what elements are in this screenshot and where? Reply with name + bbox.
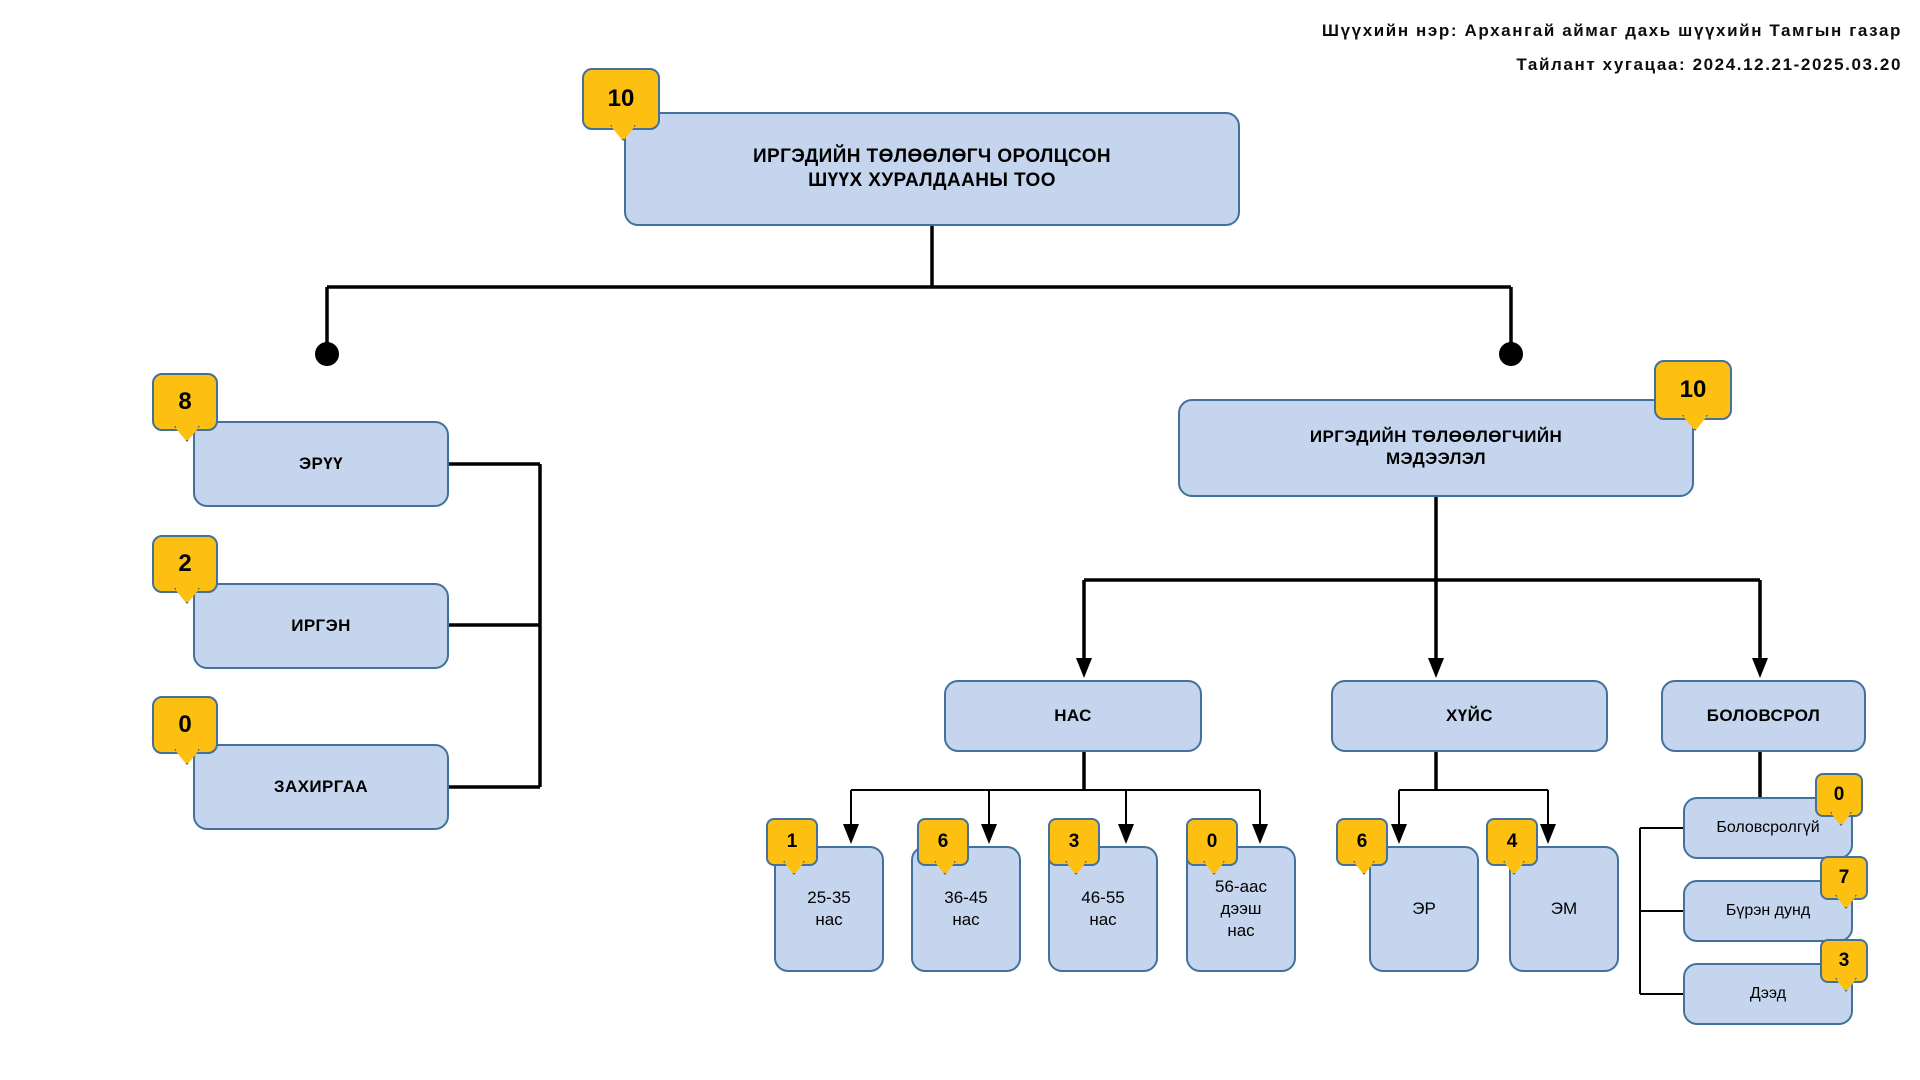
badge-value: 3 [1068, 831, 1080, 852]
badge-education-higher: 3 [1820, 939, 1868, 983]
badge-gender-male: 6 [1336, 818, 1388, 866]
badge-value: 10 [1679, 376, 1707, 403]
node-label: Дээд [1749, 984, 1787, 1002]
node-label: 25-35 нас [807, 888, 851, 929]
node-label: ХҮЙС [1446, 706, 1493, 726]
node-label: ЭРҮҮ [299, 454, 343, 474]
court-name-line: Шүүхийн нэр: Архангай аймаг дахь шүүхийн… [1321, 21, 1902, 40]
node-age-25-35[interactable]: 25-35 нас [774, 846, 884, 972]
node-label: 56-аас дээш нас [1215, 877, 1267, 940]
badge-education-none: 0 [1815, 773, 1863, 817]
node-label: ИРГЭДИЙН ТӨЛӨӨЛӨГЧИЙН МЭДЭЭЛЭЛ [1309, 427, 1563, 468]
badge-value: 0 [178, 711, 192, 738]
badge-root-hearing-count: 10 [582, 68, 660, 130]
node-label: Бүрэн дунд [1725, 901, 1811, 919]
badge-value: 7 [1838, 867, 1850, 888]
node-age-56-plus[interactable]: 56-аас дээш нас [1186, 846, 1296, 972]
node-root-hearing-count[interactable]: ИРГЭДИЙН ТӨЛӨӨЛӨГЧ ОРОЛЦСОН ШҮҮХ ХУРАЛДА… [624, 112, 1240, 226]
node-label: ЗАХИРГАА [273, 777, 369, 797]
badge-value: 3 [1838, 950, 1850, 971]
node-age-category[interactable]: НАС [944, 680, 1202, 752]
badge-age-56-plus: 0 [1186, 818, 1238, 866]
node-label: ИРГЭДИЙН ТӨЛӨӨЛӨГЧ ОРОЛЦСОН ШҮҮХ ХУРАЛДА… [752, 145, 1112, 191]
badge-eruu-criminal: 8 [152, 373, 218, 431]
badge-age-25-35: 1 [766, 818, 818, 866]
node-gender-male[interactable]: ЭР [1369, 846, 1479, 972]
badge-value: 2 [178, 550, 192, 577]
badge-representative-info: 10 [1654, 360, 1732, 420]
node-zahirgaa-administrative[interactable]: ЗАХИРГАА [193, 744, 449, 830]
node-irgen-civil[interactable]: ИРГЭН [193, 583, 449, 669]
badge-age-46-55: 3 [1048, 818, 1100, 866]
report-header: Шүүхийн нэр: Архангай аймаг дахь шүүхийн… [1322, 14, 1902, 82]
badge-value: 6 [1356, 831, 1368, 852]
node-label: 36-45 нас [944, 888, 988, 929]
node-label: НАС [1054, 706, 1092, 726]
node-label: БОЛОВСРОЛ [1706, 706, 1821, 726]
node-gender-category[interactable]: ХҮЙС [1331, 680, 1608, 752]
badge-value: 10 [607, 85, 635, 112]
node-label: 46-55 нас [1081, 888, 1125, 929]
badge-value: 4 [1506, 831, 1518, 852]
badge-education-secondary: 7 [1820, 856, 1868, 900]
badge-value: 0 [1833, 784, 1845, 805]
badge-irgen-civil: 2 [152, 535, 218, 593]
node-representative-info[interactable]: ИРГЭДИЙН ТӨЛӨӨЛӨГЧИЙН МЭДЭЭЛЭЛ [1178, 399, 1694, 497]
node-label: ЭР [1412, 899, 1436, 919]
node-gender-female[interactable]: ЭМ [1509, 846, 1619, 972]
node-label: ЭМ [1550, 899, 1578, 919]
badge-value: 6 [937, 831, 949, 852]
node-label: ИРГЭН [291, 616, 351, 636]
badge-value: 1 [786, 831, 798, 852]
badge-zahirgaa-administrative: 0 [152, 696, 218, 754]
badge-value: 0 [1206, 831, 1218, 852]
report-period-line: Тайлант хугацаа: 2024.12.21-2025.03.20 [1516, 55, 1902, 74]
badge-value: 8 [178, 388, 192, 415]
node-eruu-criminal[interactable]: ЭРҮҮ [193, 421, 449, 507]
node-age-36-45[interactable]: 36-45 нас [911, 846, 1021, 972]
badge-gender-female: 4 [1486, 818, 1538, 866]
node-education-category[interactable]: БОЛОВСРОЛ [1661, 680, 1866, 752]
node-age-46-55[interactable]: 46-55 нас [1048, 846, 1158, 972]
node-label: Боловсролгүй [1716, 818, 1820, 836]
badge-age-36-45: 6 [917, 818, 969, 866]
